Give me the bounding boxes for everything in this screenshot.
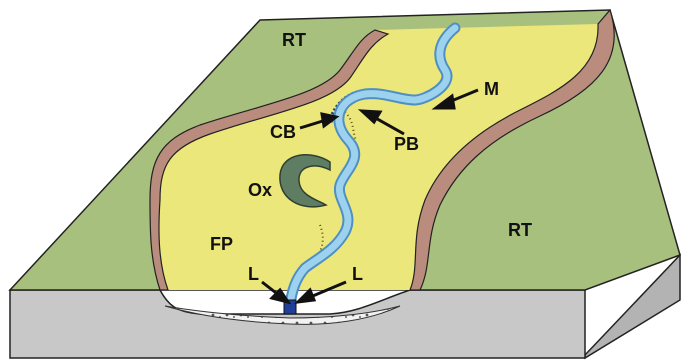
label-pb: PB [394,134,419,154]
label-rt-top: RT [282,30,306,50]
arrowhead-l-right [298,290,314,302]
label-l-left: L [248,264,259,284]
label-rt-right: RT [508,220,532,240]
label-m: M [484,79,499,99]
label-cb: CB [270,122,296,142]
label-l-right: L [352,264,363,284]
label-ox: Ox [248,180,272,200]
label-fp: FP [210,234,233,254]
